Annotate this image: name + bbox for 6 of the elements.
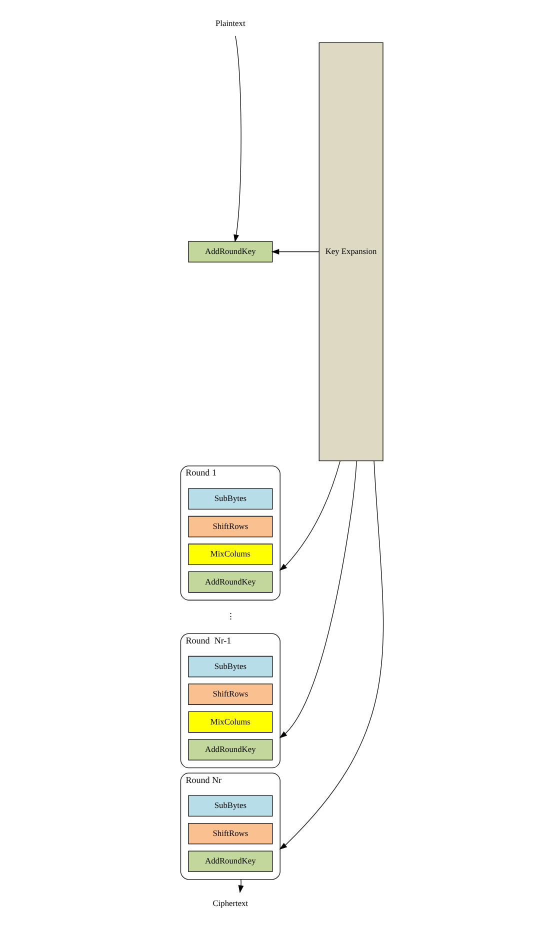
arrow (233, 36, 241, 242)
arrow (278, 460, 384, 850)
arrow (270, 249, 319, 254)
arrow (278, 460, 340, 571)
arrow (238, 879, 244, 894)
arrow (278, 460, 356, 738)
